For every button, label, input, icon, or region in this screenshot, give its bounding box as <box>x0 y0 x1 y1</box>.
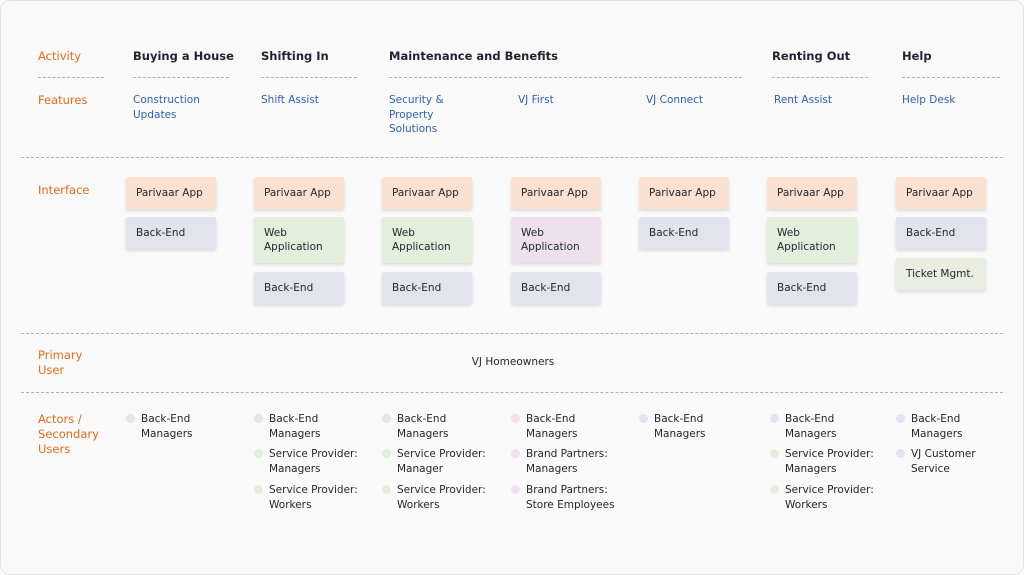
card-parivaar-app: Parivaar App <box>767 177 857 209</box>
feature-shift-assist: Shift Assist <box>261 94 319 106</box>
card-parivaar-app: Parivaar App <box>639 177 729 209</box>
divider-activity-label <box>38 77 104 78</box>
card-ticket-mgmt: Ticket Mgmt. <box>896 258 986 290</box>
actor-service-provider-workers: Service Provider:Workers <box>382 483 507 512</box>
divider-activity-renting <box>772 77 868 78</box>
bullet-dot <box>382 414 391 423</box>
bullet-dot <box>770 485 779 494</box>
bullet-dot <box>382 449 391 458</box>
bullet-dot <box>254 485 263 494</box>
bullet-dot <box>511 449 520 458</box>
card-parivaar-app: Parivaar App <box>254 177 344 209</box>
card-back-end: Back-End <box>254 272 344 304</box>
feature-construction-updates: Construction Updates <box>133 94 200 121</box>
feature-vj-connect: VJ Connect <box>646 94 704 106</box>
primary-user-value: VJ Homeowners <box>471 356 555 368</box>
actor-service-provider-manager: Service Provider:Manager <box>382 447 507 476</box>
bullet-dot <box>896 414 905 423</box>
divider-activity-maintenance <box>389 77 742 78</box>
actor-brand-partners-managers: Brand Partners:Managers <box>511 447 636 476</box>
bullet-dot <box>382 485 391 494</box>
bullet-dot <box>511 414 520 423</box>
actor-brand-partners-store-employees: Brand Partners:Store Employees <box>511 483 636 512</box>
card-back-end: Back-End <box>767 272 857 304</box>
divider-primary-actors <box>21 392 1003 393</box>
bullet-dot <box>254 414 263 423</box>
activity-help: Help <box>902 49 932 63</box>
bullet-dot <box>770 449 779 458</box>
divider-activity-shifting <box>261 77 357 78</box>
card-back-end: Back-End <box>639 217 729 249</box>
feature-security-property-solutions: Security & Property Solutions <box>389 94 444 135</box>
row-label-activity: Activity <box>38 49 82 63</box>
card-back-end: Back-End <box>382 272 472 304</box>
activity-maintenance-and-benefits: Maintenance and Benefits <box>389 49 558 63</box>
card-back-end: Back-End <box>896 217 986 249</box>
feature-rent-assist: Rent Assist <box>774 94 833 106</box>
row-label-primary-user: Primary User <box>38 348 83 377</box>
bullet-dot <box>511 485 520 494</box>
bullet-dot <box>254 449 263 458</box>
divider-features-interface <box>21 157 1003 158</box>
divider-interface-primary <box>21 333 1003 334</box>
bullet-dot <box>639 414 648 423</box>
divider-activity-buying <box>133 77 229 78</box>
card-parivaar-app: Parivaar App <box>896 177 986 209</box>
feature-vj-first: VJ First <box>518 94 554 106</box>
actor-service-provider-managers: Service Provider:Managers <box>770 447 895 476</box>
divider-activity-help <box>902 77 1000 78</box>
feature-help-desk: Help Desk <box>902 94 956 106</box>
actor-service-provider-workers: Service Provider:Workers <box>770 483 895 512</box>
row-label-actors: Actors / Secondary Users <box>38 412 99 456</box>
bullet-dot <box>770 414 779 423</box>
actor-service-provider-workers: Service Provider:Workers <box>254 483 379 512</box>
card-back-end: Back-End <box>126 217 216 249</box>
bullet-dot <box>126 414 135 423</box>
card-parivaar-app: Parivaar App <box>511 177 601 209</box>
activity-shifting-in: Shifting In <box>261 49 329 63</box>
row-label-features: Features <box>38 93 88 107</box>
activity-buying-a-house: Buying a House <box>133 49 234 63</box>
bullet-dot <box>896 449 905 458</box>
card-parivaar-app: Parivaar App <box>382 177 472 209</box>
card-back-end: Back-End <box>511 272 601 304</box>
row-label-interface: Interface <box>38 183 90 197</box>
actor-service-provider-managers: Service Provider:Managers <box>254 447 379 476</box>
activity-renting-out: Renting Out <box>772 49 851 63</box>
card-parivaar-app: Parivaar App <box>126 177 216 209</box>
